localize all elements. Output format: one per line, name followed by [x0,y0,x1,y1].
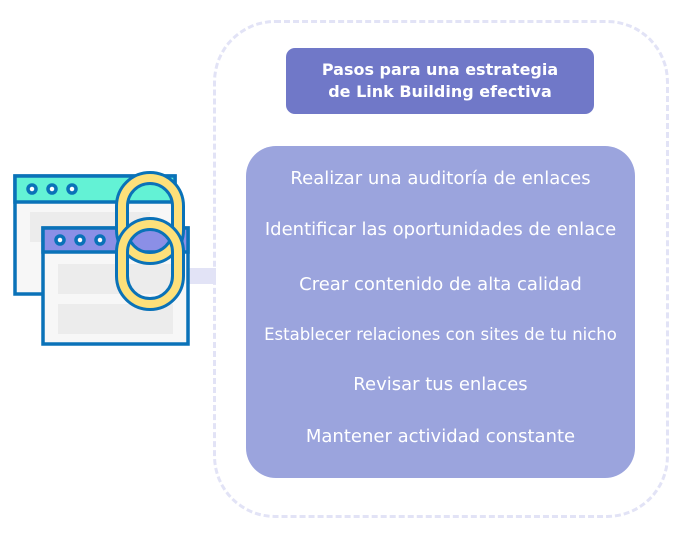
step-item: Crear contenido de alta calidad [299,274,582,295]
step-item: Identificar las oportunidades de enlace [264,219,617,240]
title-banner: Pasos para una estrategia de Link Buildi… [286,48,594,114]
title-line-1: Pasos para una estrategia [321,60,559,79]
step-item: Mantener actividad constante [305,426,576,447]
step-item: Establecer relaciones con sites de tu ni… [264,325,617,344]
step-item: Realizar una auditoría de enlaces [290,168,591,189]
step-item: Revisar tus enlaces [353,374,528,395]
steps-list: Realizar una auditoría de enlaces Identi… [246,146,635,478]
linked-browser-windows-icon [13,171,190,346]
title-line-2: de Link Building efectiva [328,82,552,101]
